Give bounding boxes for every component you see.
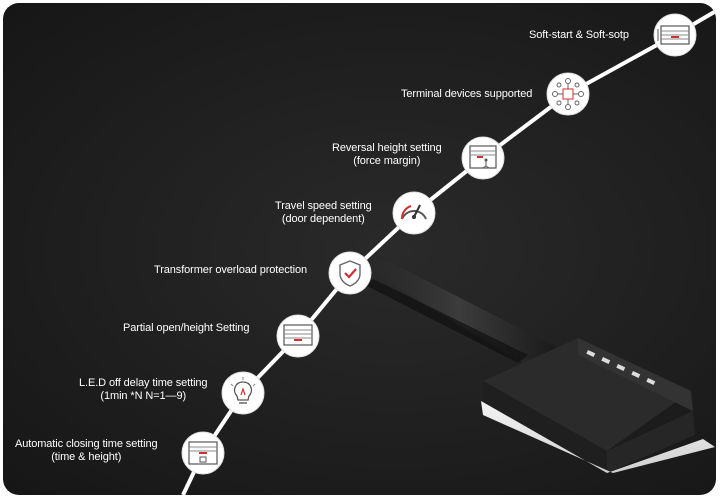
door-person-icon xyxy=(469,145,497,169)
opener-unit-image xyxy=(481,338,715,473)
network-devices-icon xyxy=(552,78,584,110)
node-transformer-overload xyxy=(328,251,372,295)
shield-check-icon xyxy=(339,260,361,287)
lightbulb-icon xyxy=(230,377,256,404)
feature-label-reversal-height: Reversal height setting (force margin) xyxy=(332,142,442,167)
node-reversal-height xyxy=(461,136,505,180)
connector-line xyxy=(181,9,716,495)
node-terminal-devices xyxy=(546,72,590,116)
node-travel-speed xyxy=(392,191,436,235)
feature-label-transformer-overload: Transformer overload protection xyxy=(154,264,308,276)
feature-diagram: Soft-start & Soft-sotp Terminal devices … xyxy=(3,3,716,495)
rail-beam xyxy=(358,261,558,363)
door-timer-icon xyxy=(188,441,218,465)
door-panel-icon xyxy=(657,25,690,45)
node-soft-start xyxy=(653,13,697,57)
diagram-canvas xyxy=(181,9,716,495)
feature-label-terminal-devices: Terminal devices supported xyxy=(401,88,533,100)
door-partial-icon xyxy=(283,324,313,346)
feature-label-travel-speed: Travel speed setting (door dependent) xyxy=(275,200,372,225)
node-partial-open xyxy=(276,314,320,358)
node-led-off-delay xyxy=(221,371,265,415)
feature-label-auto-closing: Automatic closing time setting (time & h… xyxy=(15,438,158,463)
speedometer-icon xyxy=(401,204,427,220)
feature-label-soft-start: Soft-start & Soft-sotp xyxy=(529,29,629,41)
feature-label-led-off-delay: L.E.D off delay time setting (1min *N N=… xyxy=(79,377,208,402)
feature-label-partial-open: Partial open/height Setting xyxy=(123,322,250,334)
node-auto-closing xyxy=(181,431,225,475)
